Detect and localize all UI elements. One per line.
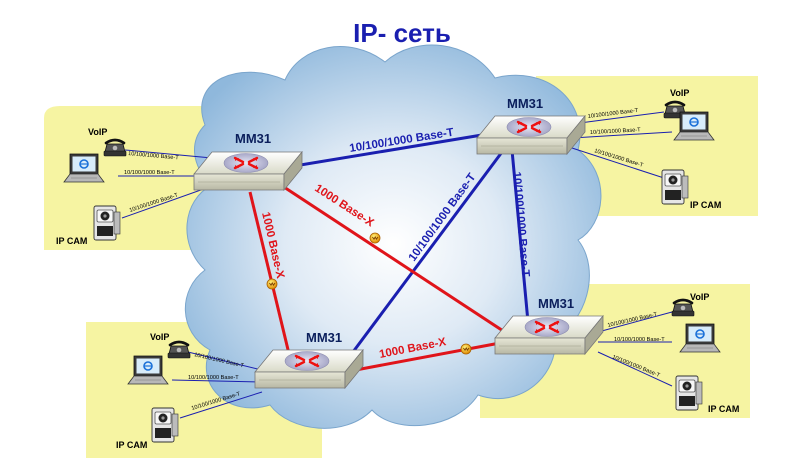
laptop-icon[interactable] xyxy=(673,111,715,141)
camera-icon[interactable] xyxy=(151,407,179,443)
access-link-label: 10/100/1000 Base-T xyxy=(590,127,642,136)
converter-icon xyxy=(266,278,278,290)
access-link-label: 10/100/1000 Base-T xyxy=(128,151,180,161)
access-link-label: 10/100/1000 Base-T xyxy=(124,170,175,176)
router-icon[interactable] xyxy=(475,114,587,156)
converter-icon xyxy=(369,232,381,244)
ipcam-label: IP CAM xyxy=(56,236,87,246)
link-bl-br xyxy=(344,338,517,374)
access-links-bottom-left xyxy=(171,351,271,419)
link-bl-tr xyxy=(348,147,507,357)
router-icon[interactable] xyxy=(493,314,605,356)
voip-label: VoIP xyxy=(670,88,689,98)
lan-zone-left xyxy=(44,106,220,250)
ipcam-label: IP CAM xyxy=(690,200,721,210)
page-title: IP- сеть xyxy=(353,18,451,48)
voip-label: VoIP xyxy=(690,292,709,302)
camera-icon[interactable] xyxy=(661,169,689,205)
router-icon[interactable] xyxy=(192,150,304,192)
converter-icon xyxy=(460,343,472,355)
router-icon[interactable] xyxy=(253,348,365,390)
access-links-bottom-right xyxy=(597,311,673,387)
link-tl-bl xyxy=(248,191,292,359)
voip-label: VoIP xyxy=(150,332,169,342)
laptop-icon[interactable] xyxy=(63,153,105,183)
laptop-icon[interactable] xyxy=(127,355,169,385)
link-tr-br xyxy=(510,149,530,323)
laptop-icon[interactable] xyxy=(679,323,721,353)
ipcam-label: IP CAM xyxy=(116,440,147,450)
camera-icon[interactable] xyxy=(93,205,121,241)
access-link-label: 10/100/1000 Base-T xyxy=(188,375,239,381)
ipcam-label: IP CAM xyxy=(708,404,739,414)
node-label-top-left: MM31 xyxy=(235,131,271,146)
camera-icon[interactable] xyxy=(675,375,703,411)
node-label-bottom-left: MM31 xyxy=(306,330,342,345)
node-label-top-right: MM31 xyxy=(507,96,543,111)
access-links-right-top xyxy=(571,111,673,179)
voip-label: VoIP xyxy=(88,127,107,137)
link-tl-br xyxy=(257,168,521,344)
access-link-label: 10/100/1000 Base-T xyxy=(614,337,665,343)
node-label-bottom-right: MM31 xyxy=(538,296,574,311)
